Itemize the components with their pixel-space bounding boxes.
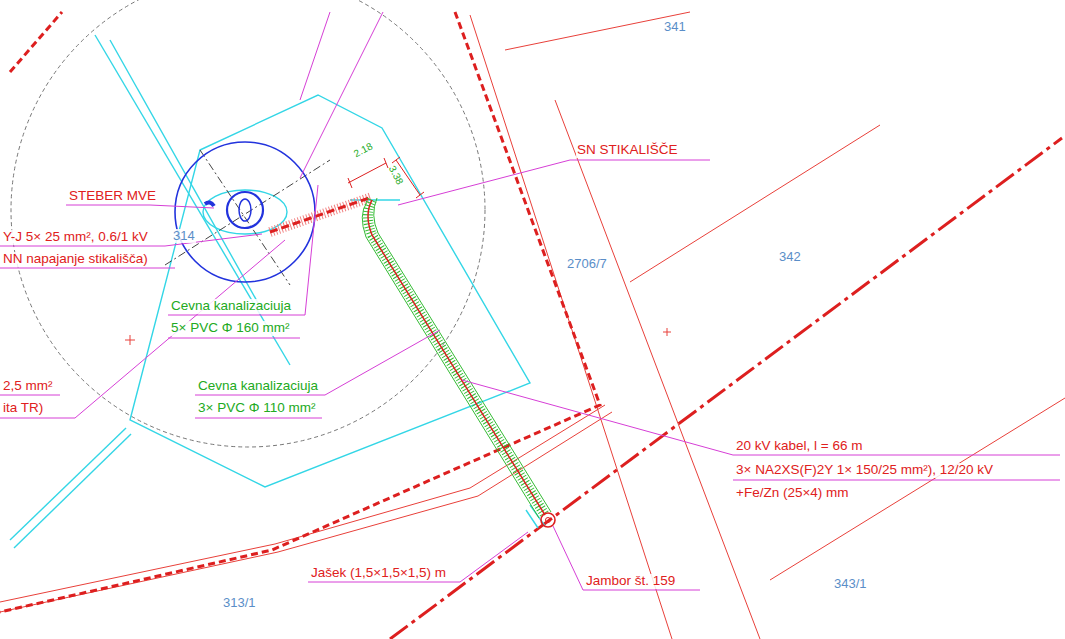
- part-label: Jašek (1,5×1,5×1,5) m: [310, 566, 447, 581]
- parcel-number: 313/1: [222, 596, 257, 610]
- cable-label: +Fe/Zn (25×4) mm: [735, 486, 850, 501]
- parcel-number: 2706/7: [566, 257, 608, 271]
- parcel-number: 343/1: [833, 577, 868, 591]
- dimension: 2.18: [351, 140, 375, 160]
- part-label: STEBER MVE: [68, 189, 157, 204]
- cable-label: ita TR): [2, 401, 44, 416]
- conduit-label: Cevna kanalizaciuja: [197, 379, 319, 394]
- cable-label: Y-J 5× 25 mm², 0.6/1 kV: [2, 230, 149, 245]
- conduit-label: 5× PVC Φ 160 mm²: [170, 321, 290, 336]
- cable-label: 20 kV kabel, l = 66 m: [735, 439, 863, 454]
- cable-label: 2,5 mm²: [2, 379, 54, 394]
- parcel-number: 341: [663, 20, 687, 34]
- parcel-number: 342: [778, 250, 802, 264]
- parcel-number: 314: [172, 229, 196, 243]
- cable-label: 3× NA2XS(F)2Y 1× 150/25 mm²), 12/20 kV: [735, 463, 994, 478]
- conduit-label: 3× PVC Φ 110 mm²: [197, 401, 316, 416]
- cable-label: NN napajanje stikališča): [2, 252, 149, 267]
- part-label: Jambor št. 159: [585, 574, 676, 589]
- dimension: 3.38: [386, 163, 406, 187]
- part-label: SN STIKALIŠČE: [576, 143, 679, 158]
- conduit-label: Cevna kanalizaciuja: [170, 299, 292, 314]
